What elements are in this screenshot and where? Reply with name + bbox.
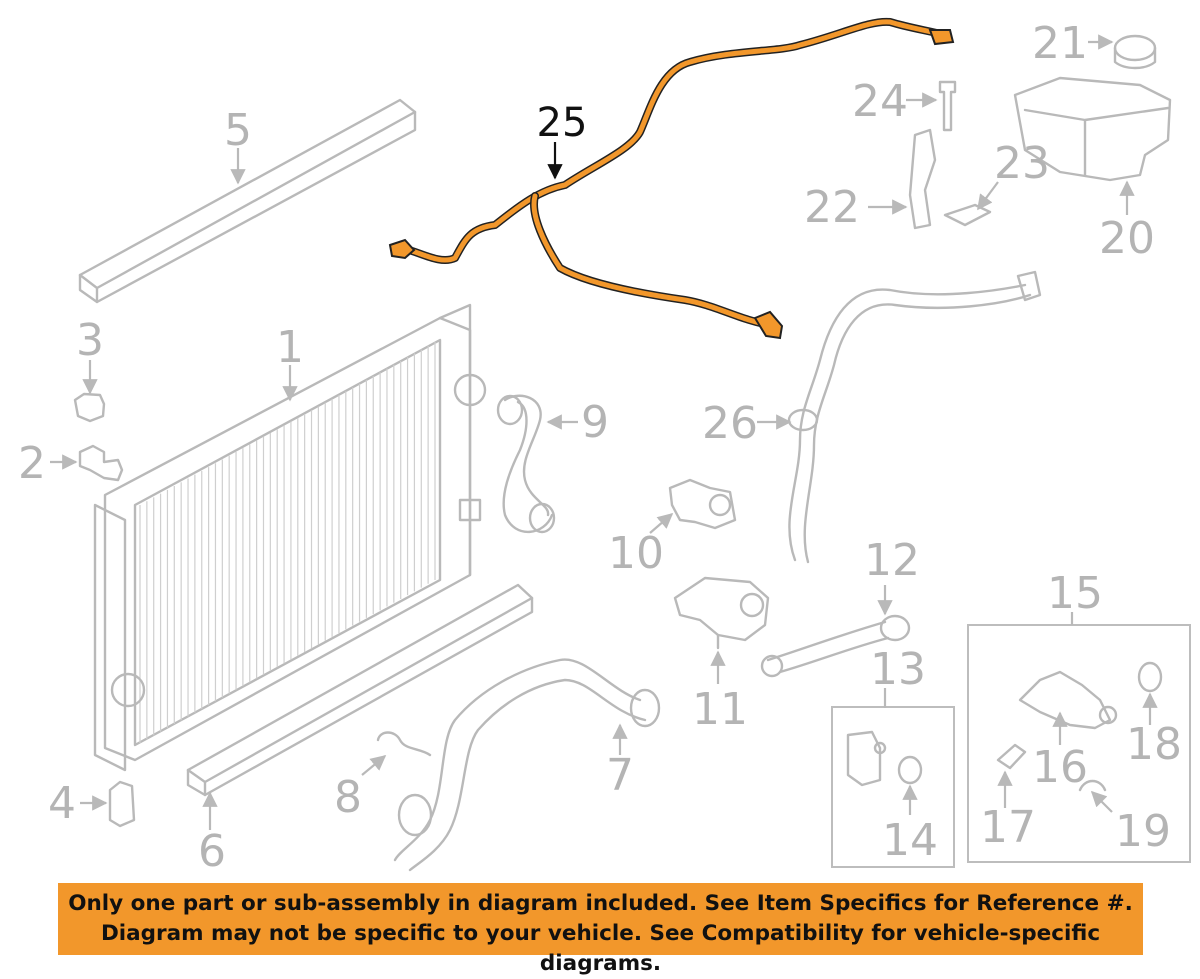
callout-4: 4 (48, 778, 76, 829)
bracket (78, 444, 124, 482)
thermostat-housing (668, 478, 737, 530)
callout-10: 10 (608, 528, 664, 579)
part-13-box (831, 706, 955, 868)
disclaimer-line-1: Only one part or sub-assembly in diagram… (68, 891, 1133, 916)
callout-6: 6 (198, 826, 226, 877)
callout-labels: 1 2 3 4 5 6 7 8 9 10 11 12 13 14 15 16 1… (18, 18, 1182, 877)
callout-11: 11 (692, 684, 748, 735)
callout-22: 22 (804, 182, 860, 233)
isolator (108, 780, 136, 828)
water-outlet (673, 576, 770, 650)
callout-2: 2 (18, 438, 46, 489)
callout-21: 21 (1032, 18, 1088, 69)
bypass-hose (760, 614, 911, 678)
callout-19: 19 (1115, 806, 1171, 857)
reservoir-cap (1113, 34, 1157, 70)
overflow-hose (787, 270, 1042, 564)
callout-12: 12 (864, 535, 920, 586)
callout-24: 24 (852, 76, 908, 127)
callout-18: 18 (1126, 719, 1182, 770)
callout-14: 14 (882, 815, 938, 866)
hose-clamp (376, 731, 432, 757)
callout-3: 3 (76, 315, 104, 366)
upper-seal-strip (78, 98, 417, 304)
callout-15: 15 (1047, 568, 1103, 619)
leader-lines (50, 34, 1158, 830)
clip-19 (1078, 779, 1107, 792)
mount-bracket-22 (908, 128, 937, 230)
radiator-fins (139, 342, 436, 743)
parts-diagram: 1 2 3 4 5 6 7 8 9 10 11 12 13 14 15 16 1… (18, 17, 1191, 877)
callout-17: 17 (980, 802, 1036, 853)
mount-bracket-23 (943, 203, 992, 227)
callout-16: 16 (1032, 742, 1088, 793)
radiator (93, 303, 487, 772)
o-ring-18 (1137, 661, 1163, 693)
callout-1: 1 (276, 322, 304, 373)
callout-13: 13 (870, 644, 926, 695)
part-15-box (967, 624, 1191, 863)
o-ring-14 (897, 755, 923, 785)
callout-9: 9 (581, 397, 609, 448)
sensor-17 (996, 743, 1027, 770)
callout-20: 20 (1099, 213, 1155, 264)
bolt-24 (938, 80, 957, 132)
callout-26: 26 (702, 398, 758, 449)
callout-8: 8 (334, 772, 362, 823)
callout-7: 7 (606, 750, 634, 801)
temperature-sensor (846, 730, 887, 787)
callout-5: 5 (224, 105, 252, 156)
callout-25: 25 (537, 100, 588, 146)
drain-plug (73, 392, 106, 423)
disclaimer-banner: Only one part or sub-assembly in diagram… (58, 883, 1143, 976)
callout-23: 23 (994, 138, 1050, 189)
disclaimer-line-2: Diagram may not be specific to your vehi… (100, 921, 1101, 976)
lower-radiator-hose (393, 658, 661, 872)
upper-radiator-hose (496, 394, 556, 534)
highlighted-hose-assembly (388, 17, 955, 340)
coolant-reservoir (1013, 76, 1172, 182)
connector-16 (1018, 670, 1118, 730)
